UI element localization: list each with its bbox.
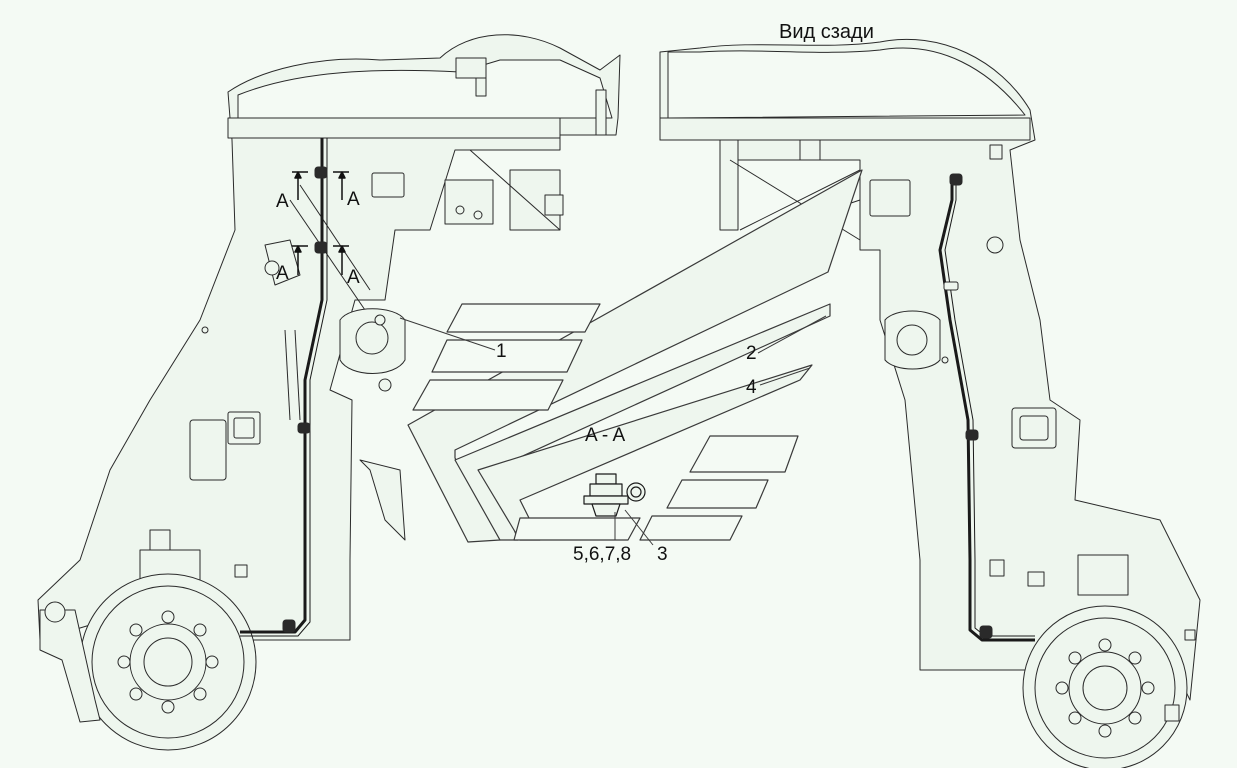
- callout-2: 2: [746, 343, 757, 364]
- left-hose-clamps: [282, 166, 328, 633]
- view-title: Вид сзади: [779, 21, 874, 43]
- section-mark-a: A: [276, 191, 289, 212]
- bolt-assembly: [583, 473, 646, 517]
- left-frame-assembly: [37, 34, 621, 751]
- section-mark-a: A: [276, 263, 289, 284]
- leader-lines: [399, 315, 827, 546]
- callout-4: 4: [746, 377, 757, 398]
- callout-3: 3: [657, 544, 668, 565]
- right-frame-assembly: [659, 38, 1201, 768]
- section-mark-a: A: [347, 267, 360, 288]
- section-title: A - A: [585, 425, 626, 446]
- section-mark-a: A: [347, 189, 360, 210]
- section-detail-a-a: [407, 169, 863, 543]
- callout-1: 1: [496, 341, 507, 362]
- callout-5-6-7-8: 5,6,7,8: [573, 544, 632, 565]
- section-arrows: [292, 171, 349, 275]
- right-hose-clamps: [943, 173, 993, 639]
